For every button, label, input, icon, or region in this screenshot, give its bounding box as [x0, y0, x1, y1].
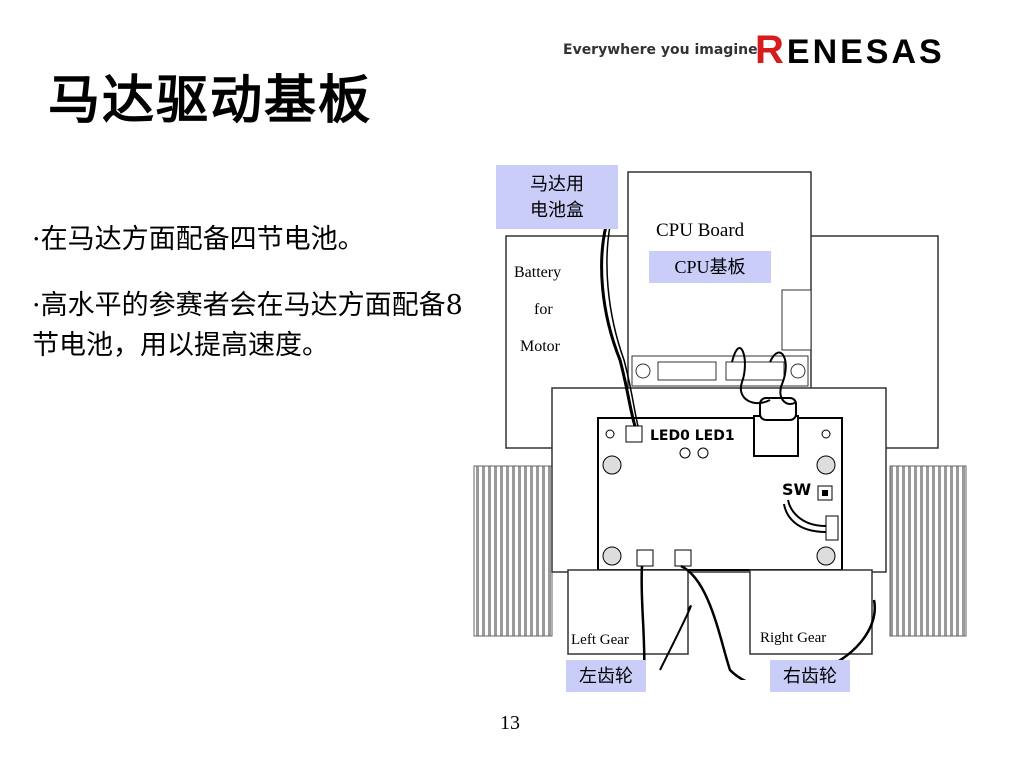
battery-label-line-1: Battery [514, 264, 562, 281]
battery-label-line-3: Motor [520, 338, 560, 355]
cpu-board-label: CPU Board [656, 220, 745, 241]
left-wheel [473, 465, 553, 637]
motor-board [597, 417, 843, 571]
cpu-board-connector [781, 289, 812, 351]
brand-tagline: Everywhere you imagine. [563, 42, 763, 58]
slide-title: 马达驱动基板 [48, 70, 373, 131]
renesas-logo: RENESAS [755, 28, 945, 73]
callout-left-gear: 左齿轮 [566, 660, 646, 692]
callout-battery-box: 马达用 电池盒 [496, 165, 618, 229]
logo-text: ENESAS [786, 33, 945, 71]
right-gear-label: Right Gear [760, 630, 827, 646]
battery-wire [600, 225, 637, 427]
callout-right-gear: 右齿轮 [770, 660, 850, 692]
callout-cpu-board: CPU基板 [649, 251, 771, 283]
left-gear-label: Left Gear [571, 632, 629, 648]
left-gear-box [567, 569, 689, 655]
sw-label: SW [782, 480, 812, 499]
right-wheel [889, 465, 967, 637]
led-label: LED0 LED1 [650, 428, 735, 444]
logo-r-swoosh: R [755, 28, 787, 72]
right-gear-box [749, 569, 873, 655]
bullet-2: ·高水平的参赛者会在马达方面配备8节电池，用以提高速度。 [32, 290, 463, 361]
motor-board-diagram: 马达用 电池盒 CPU Board CPU基板 Battery for Moto… [470, 160, 970, 692]
page-number: 13 [500, 712, 520, 734]
battery-label-line-2: for [534, 301, 553, 318]
bullet-1: ·在马达方面配备四节电池。 [32, 224, 365, 255]
